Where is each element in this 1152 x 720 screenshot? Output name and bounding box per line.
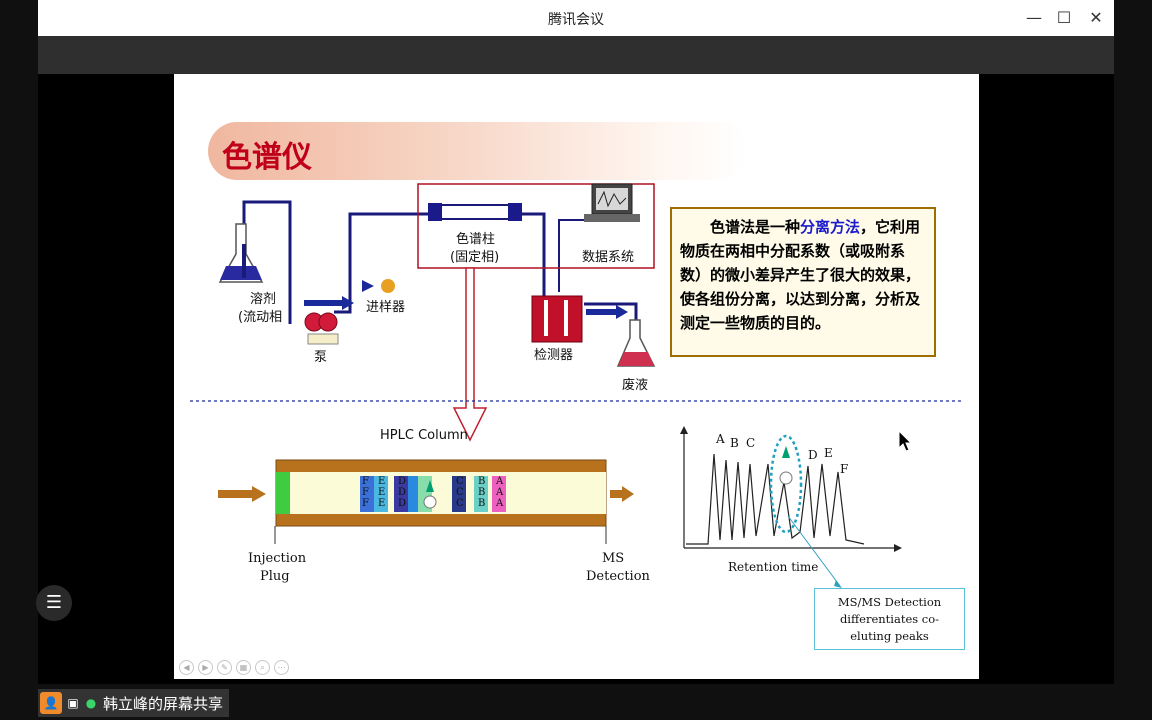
peak-label-b: B bbox=[730, 436, 739, 450]
band-letter: A bbox=[496, 498, 504, 509]
pump-arrow-icon bbox=[304, 300, 342, 306]
band-letter: C bbox=[456, 498, 464, 509]
plug-label: Plug bbox=[260, 569, 290, 584]
highlight-text: 分离方法 bbox=[800, 218, 861, 236]
maximize-button[interactable]: ☐ bbox=[1056, 8, 1072, 27]
column-outlet-pipe bbox=[518, 212, 546, 296]
ms-label: MS bbox=[602, 551, 625, 566]
pump-label: 泵 bbox=[314, 350, 328, 365]
mobile-phase-label: (流动相 bbox=[238, 310, 283, 325]
meeting-toolbar bbox=[38, 36, 1114, 74]
retention-time-label: Retention time bbox=[728, 560, 819, 574]
band-letter: C bbox=[456, 476, 464, 487]
zoom-arrow bbox=[452, 267, 488, 442]
zoom-icon[interactable]: ⌕ bbox=[255, 660, 270, 675]
msms-callout: MS/MS Detection differentiates co- eluti… bbox=[814, 588, 965, 650]
band-letter: A bbox=[496, 476, 504, 487]
band-letter: F bbox=[362, 498, 369, 509]
band-letter: F bbox=[362, 487, 369, 498]
chromatograph-diagram bbox=[190, 183, 964, 588]
injector-icon bbox=[381, 279, 395, 293]
more-icon[interactable]: ⋯ bbox=[274, 660, 289, 675]
band-letter: E bbox=[378, 498, 386, 509]
coeluting-marker-icon bbox=[423, 495, 437, 509]
waste-label: 废液 bbox=[622, 378, 649, 393]
injection-band bbox=[276, 472, 290, 514]
pump-pipe bbox=[334, 212, 432, 314]
band-letter: E bbox=[378, 476, 386, 487]
minimize-button[interactable]: — bbox=[1026, 8, 1042, 27]
peak-label-c: C bbox=[746, 436, 756, 450]
hplc-column-label: HPLC Column bbox=[380, 428, 468, 443]
data-system-label: 数据系统 bbox=[582, 250, 635, 265]
peak-label-d: D bbox=[808, 448, 818, 462]
peak-label-e: E bbox=[824, 446, 833, 460]
peak-label-f: F bbox=[840, 462, 849, 476]
column-box bbox=[417, 183, 655, 269]
next-slide-icon[interactable]: ▶ bbox=[198, 660, 213, 675]
close-button[interactable]: ✕ bbox=[1089, 8, 1103, 27]
peak-label-a: A bbox=[716, 432, 725, 446]
title-bar: 腾讯会议 — ☐ ✕ bbox=[38, 0, 1114, 36]
slide-title: 色谱仪 bbox=[222, 140, 312, 175]
band-letter: C bbox=[456, 487, 464, 498]
microphone-icon: ● bbox=[85, 696, 97, 710]
injection-label: Injection bbox=[248, 551, 307, 566]
coelution-highlight bbox=[769, 434, 803, 534]
chromatogram-trace bbox=[686, 453, 865, 545]
avatar-icon: 👤 bbox=[40, 692, 62, 714]
outlet-arrow-icon bbox=[610, 490, 622, 498]
screen-share-icon: ▣ bbox=[67, 696, 79, 710]
band-letter: B bbox=[478, 498, 486, 509]
title-banner bbox=[208, 122, 748, 180]
mouse-cursor-icon bbox=[898, 430, 912, 452]
band-letter: D bbox=[398, 498, 407, 509]
stationary-phase-label: (固定相) bbox=[450, 250, 500, 265]
prev-slide-icon[interactable]: ◀ bbox=[179, 660, 194, 675]
column-icon bbox=[428, 203, 442, 221]
column-packing bbox=[276, 472, 606, 514]
band-letter: F bbox=[362, 476, 369, 487]
band-letter: D bbox=[398, 487, 407, 498]
band-letter: B bbox=[478, 487, 486, 498]
member-list-button[interactable]: ☰ bbox=[36, 585, 72, 621]
solvent-liquid bbox=[220, 266, 262, 280]
shared-slide: 色谱仪 bbox=[174, 74, 979, 679]
band-letter: B bbox=[478, 476, 486, 487]
injector-label: 进样器 bbox=[366, 300, 406, 315]
inlet-arrow-icon bbox=[218, 490, 252, 498]
window-title: 腾讯会议 bbox=[548, 12, 604, 28]
band-letter: D bbox=[398, 476, 407, 487]
pen-icon[interactable]: ✎ bbox=[217, 660, 232, 675]
screen-share-indicator[interactable]: 👤 ▣ ● 韩立峰的屏幕共享 bbox=[38, 689, 230, 717]
detector-label: 检测器 bbox=[534, 348, 574, 363]
detector-icon bbox=[531, 295, 583, 343]
band-letter: E bbox=[378, 487, 386, 498]
description-box: 色谱法是一种分离方法，它利用物质在两相中分配系数（或吸附系数）的微小差异产生了很… bbox=[670, 207, 936, 357]
column-label: 色谱柱 bbox=[456, 232, 496, 247]
detection-label: Detection bbox=[586, 569, 650, 584]
slide-nav-controls: ◀ ▶ ✎ ▦ ⌕ ⋯ bbox=[179, 660, 289, 675]
share-label: 韩立峰的屏幕共享 bbox=[103, 694, 224, 713]
solvent-label: 溶剂 bbox=[250, 292, 277, 307]
grid-icon[interactable]: ▦ bbox=[236, 660, 251, 675]
band-letter: A bbox=[496, 487, 504, 498]
waste-pipe bbox=[584, 302, 638, 320]
